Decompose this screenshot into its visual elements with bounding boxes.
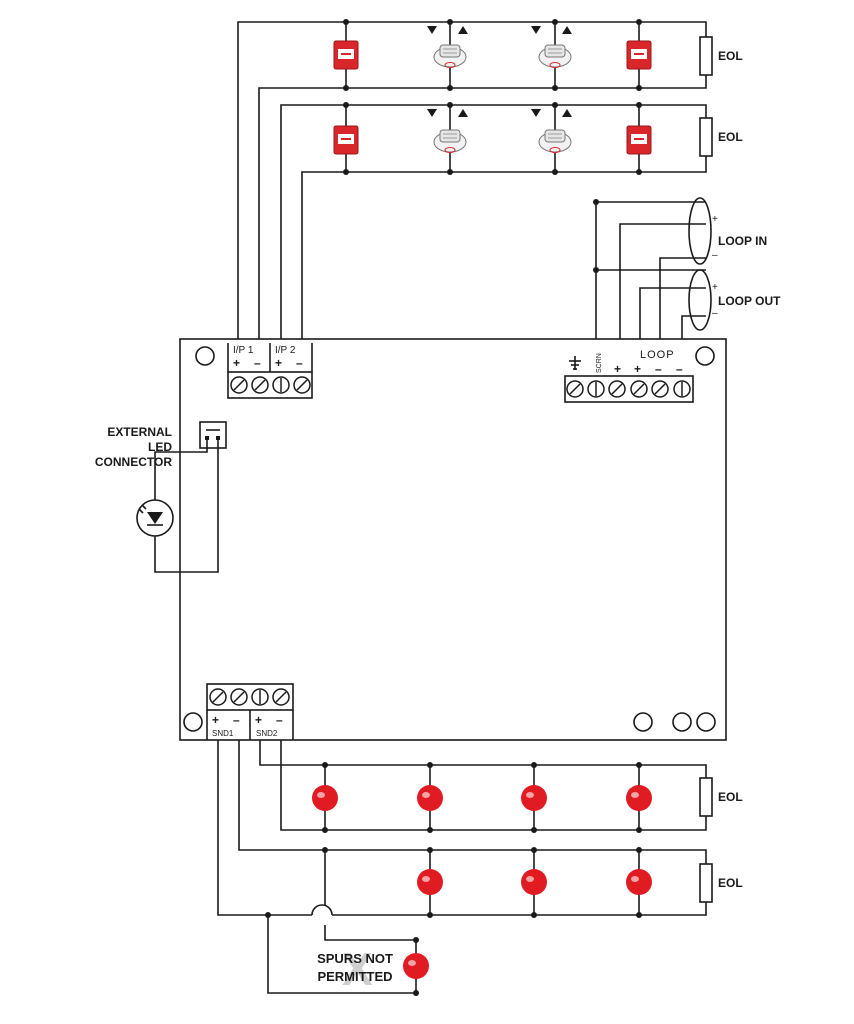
snd2-plus: + [255,713,262,727]
terminal-screw-icon [272,376,290,394]
spur-not-permitted: X SPURS NOT PERMITTED [265,912,429,996]
eol-resistor-icon [699,117,713,157]
smoke-detector-icon [433,129,467,153]
input-circuit-1: EOL [237,19,743,343]
terminal-screw-icon [251,376,269,394]
loop-out-plus: + [712,282,718,293]
sounder-icon [521,869,547,895]
loop-out-label: LOOP OUT [718,294,781,308]
terminal-screw-icon [651,380,669,398]
sounder-terminal-block: + – + – SND1 SND2 [206,683,294,740]
call-point-icon [333,125,359,155]
input-terminal-block: I/P 1 I/P 2 + – + – [227,343,313,399]
terminal-screw-icon [251,688,269,706]
terminal-screw-icon [608,380,626,398]
call-point-icon [333,40,359,70]
control-board: I/P 1 I/P 2 + – + – SCRN LOOP + + – – [95,338,727,741]
terminal-screw-icon [587,380,605,398]
snd1-label: SND1 [212,729,234,738]
sounder-icon [626,785,652,811]
scrn-label: SCRN [596,353,603,373]
input-circuit-2: EOL [280,102,743,343]
sounder-icon [626,869,652,895]
eol-label: EOL [718,49,743,63]
loop-label: LOOP [640,349,675,361]
eol-resistor-icon [699,863,713,903]
terminal-screw-icon [293,376,311,394]
call-point-icon [626,125,652,155]
smoke-detector-icon [538,44,572,68]
spur-cross-mark: X [342,943,373,995]
sounder-icon [312,785,338,811]
sounder-icon [403,953,429,979]
ip2-plus: + [275,356,282,370]
smoke-detector-icon [538,129,572,153]
loop-plus-1: + [614,362,621,376]
external-label-3: CONNECTOR [95,455,172,469]
eol-label: EOL [718,790,743,804]
loop-out-minus: – [712,308,718,319]
snd2-minus: – [276,713,283,727]
smoke-detector-icon [433,44,467,68]
ip1-label: I/P 1 [233,345,254,356]
sounder-circuit-1: EOL [217,740,743,918]
snd1-minus: – [233,713,240,727]
loop-terminal-block: SCRN LOOP + + – – [564,349,694,403]
eol-label: EOL [718,876,743,890]
sounder-icon [417,785,443,811]
snd2-label: SND2 [256,729,278,738]
sounder-circuit-2: EOL [259,740,743,833]
terminal-screw-icon [230,376,248,394]
terminal-screw-icon [673,380,691,398]
sounder-icon [521,785,547,811]
terminal-screw-icon [566,380,584,398]
loop-in-label: LOOP IN [718,234,767,248]
loop-minus-2: – [676,362,683,376]
call-point-icon [626,40,652,70]
spurs-label-1: SPURS NOT [317,951,393,966]
loop-wiring: + – LOOP IN + – LOOP OUT [593,197,781,370]
spurs-label-2: PERMITTED [317,969,392,984]
loop-in-minus: – [712,250,718,261]
loop-in-plus: + [712,214,718,225]
terminal-screw-icon [272,688,290,706]
loop-plus-2: + [634,362,641,376]
eol-label: EOL [718,130,743,144]
eol-resistor-icon [699,777,713,817]
external-label-2: LED [148,440,172,454]
ip2-minus: – [296,356,303,370]
eol-resistor-icon [699,36,713,76]
terminal-screw-icon [209,688,227,706]
loop-minus-1: – [655,362,662,376]
sounder-icon [417,869,443,895]
snd1-plus: + [212,713,219,727]
external-label-1: EXTERNAL [107,425,172,439]
ip1-minus: – [254,356,261,370]
external-led-connector: EXTERNAL LED CONNECTOR [95,421,227,573]
ip1-plus: + [233,356,240,370]
terminal-screw-icon [630,380,648,398]
ip2-label: I/P 2 [275,345,296,356]
terminal-screw-icon [230,688,248,706]
